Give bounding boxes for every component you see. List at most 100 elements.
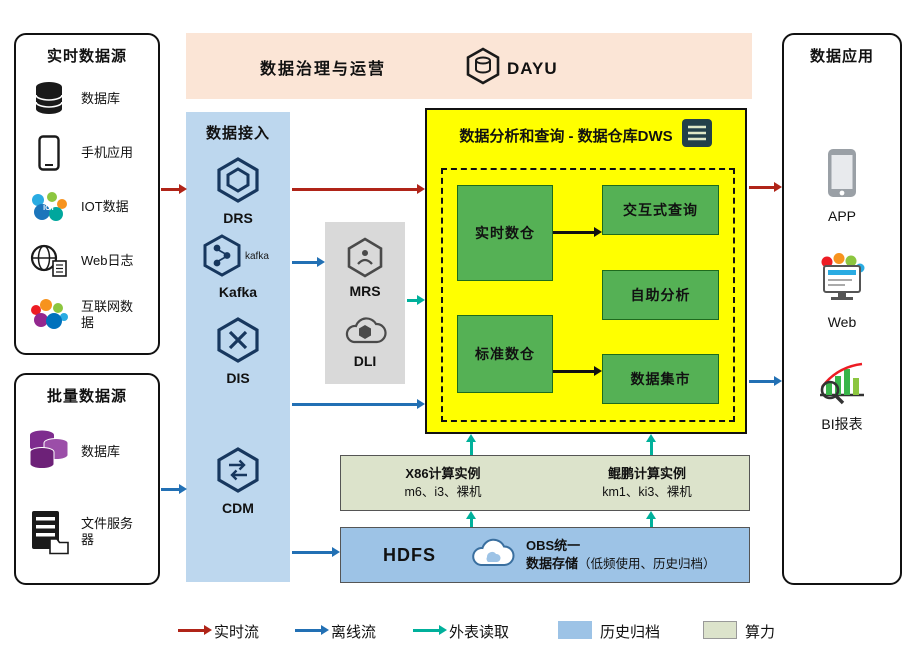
arrow-dws-to-apps-realtime [749, 186, 774, 189]
legend-realtime-arrow [178, 629, 204, 632]
source-label: IOT数据 [81, 198, 129, 214]
dws-title-row: 数据分析和查询 - 数据仓库DWS [427, 110, 745, 153]
middleware-panel: MRS DLI [325, 222, 405, 384]
legend-archive-swatch [558, 621, 592, 639]
data-mart-label: 数据集市 [630, 371, 691, 387]
data-mart-box: 数据集市 [602, 354, 719, 404]
app-label: Web [827, 314, 857, 330]
standard-warehouse-label: 标准数仓 [475, 346, 535, 362]
dws-panel: 数据分析和查询 - 数据仓库DWS 实时数仓 标准数仓 交互式查询 自助分析 数… [425, 108, 747, 434]
app-item-app: APP [784, 147, 900, 224]
arrow-compute-to-dws-right [650, 442, 653, 455]
standard-warehouse-box: 标准数仓 [457, 315, 553, 393]
batch-sources-list: 数据库 文件服务器 [16, 406, 158, 572]
obs-cloud-icon [470, 537, 516, 574]
dayu-logo: DAYU [465, 47, 558, 90]
source-label: Web日志 [81, 252, 134, 268]
realtime-warehouse-label: 实时数仓 [475, 225, 535, 241]
dws-inner-group [441, 168, 735, 422]
ingestion-item-drs: DRS [186, 156, 290, 226]
arrow-realtime-src-to-ingestion [161, 188, 179, 191]
arrow-ingestion-to-dws-realtime [292, 188, 417, 191]
arrow-dws-to-apps-offline [749, 380, 774, 383]
source-row-batch-database: 数据库 [26, 412, 154, 492]
source-row-file-server: 文件服务器 [26, 492, 154, 572]
drs-icon [215, 157, 261, 208]
web-browser-icon [815, 253, 869, 309]
mrs-icon [344, 237, 386, 282]
batch-sources-panel: 批量数据源 数据库 文件服务器 [14, 373, 160, 585]
arrow-ingestion-to-mrs [292, 261, 317, 264]
arrow-hdfs-to-compute-left [470, 519, 473, 527]
realtime-sources-panel: 实时数据源 数据库 手机应用 IOT IOT数据 [14, 33, 160, 355]
source-label: 数据库 [81, 443, 121, 459]
ingestion-item-kafka: kafka Kafka [186, 234, 290, 300]
self-service-analysis-label: 自助分析 [630, 287, 691, 303]
source-label: 数据库 [81, 90, 121, 106]
arrow-ingestion-to-dws-offline [292, 403, 417, 406]
database-icon [26, 81, 72, 117]
middleware-label: MRS [349, 283, 381, 299]
data-ingestion-title: 数据接入 [205, 125, 270, 142]
kunpeng-compute: 鲲鹏计算实例 km1、ki3、裸机 [545, 456, 749, 510]
middleware-label: DLI [353, 353, 377, 369]
ingestion-label: DRS [223, 210, 253, 226]
ingestion-item-cdm: CDM [186, 446, 290, 516]
obs-line1: OBS统一 [526, 538, 581, 554]
source-label: 互联网数据 [81, 298, 134, 330]
legend-realtime-label: 实时流 [214, 624, 260, 641]
legend-compute-label: 算力 [745, 624, 776, 641]
interactive-query-box: 交互式查询 [602, 185, 719, 235]
obs-note: （低频使用、历史归档） [578, 556, 716, 571]
storage-panel: HDFS OBS统一 数据存储（低频使用、历史归档） [340, 527, 750, 583]
source-row-iot: IOT IOT数据 [26, 180, 154, 234]
dws-icon [681, 118, 713, 153]
realtime-sources-title: 实时数据源 [46, 48, 127, 65]
source-row-internet: 互联网数据 [26, 288, 154, 342]
source-row-phone: 手机应用 [26, 126, 154, 180]
self-service-analysis-box: 自助分析 [602, 270, 719, 320]
arrow-hdfs-to-compute-right [650, 519, 653, 527]
legend-compute-swatch [703, 621, 737, 639]
dli-icon [343, 317, 387, 352]
bi-report-icon [815, 362, 869, 409]
source-label: 文件服务器 [81, 515, 134, 547]
middleware-item-mrs: MRS [325, 236, 405, 299]
legend-external-label: 外表读取 [449, 624, 510, 641]
realtime-sources-list: 数据库 手机应用 IOT IOT数据 Web日志 [16, 66, 158, 342]
svg-text:kafka: kafka [245, 251, 269, 262]
source-row-weblog: Web日志 [26, 234, 154, 288]
dayu-icon [465, 47, 501, 90]
iot-icon: IOT [26, 191, 72, 223]
app-item-bi: BI报表 [784, 357, 900, 434]
file-server-icon [26, 509, 72, 555]
internet-data-icon [26, 299, 72, 331]
legend-archive-label: 历史归档 [600, 624, 661, 641]
legend-external-arrow [413, 629, 439, 632]
app-label: APP [827, 208, 856, 224]
governance-bar: 数据治理与运营 DAYU [186, 33, 752, 99]
data-ingestion-panel: 数据接入 DRS kafka Kafka DIS CDM [186, 112, 290, 582]
middleware-item-dli: DLI [325, 312, 405, 369]
ingestion-item-dis: DIS [186, 316, 290, 386]
kunpeng-compute-spec: km1、ki3、裸机 [602, 485, 692, 500]
cdm-icon [215, 447, 261, 498]
source-label: 手机应用 [81, 144, 134, 160]
legend-offline-label: 离线流 [331, 624, 377, 641]
batch-sources-title: 批量数据源 [46, 388, 127, 405]
arrow-cdm-to-hdfs [292, 551, 332, 554]
kafka-icon: kafka [200, 234, 276, 282]
hdfs-label: HDFS [383, 544, 436, 565]
governance-title: 数据治理与运营 [260, 61, 387, 78]
arrow-realtime-to-query [553, 231, 594, 234]
svg-text:IOT: IOT [43, 205, 55, 212]
app-item-web: Web [784, 253, 900, 330]
app-label: BI报表 [821, 416, 863, 432]
ingestion-label: CDM [222, 500, 254, 516]
ingestion-label: Kafka [218, 284, 258, 300]
x86-compute-title: X86计算实例 [405, 465, 481, 481]
obs-storage-text: OBS统一 数据存储（低频使用、历史归档） [526, 537, 716, 572]
compute-instances-panel: X86计算实例 m6、i3、裸机 鲲鹏计算实例 km1、ki3、裸机 [340, 455, 750, 511]
dws-title: 数据分析和查询 - 数据仓库DWS [459, 128, 673, 145]
